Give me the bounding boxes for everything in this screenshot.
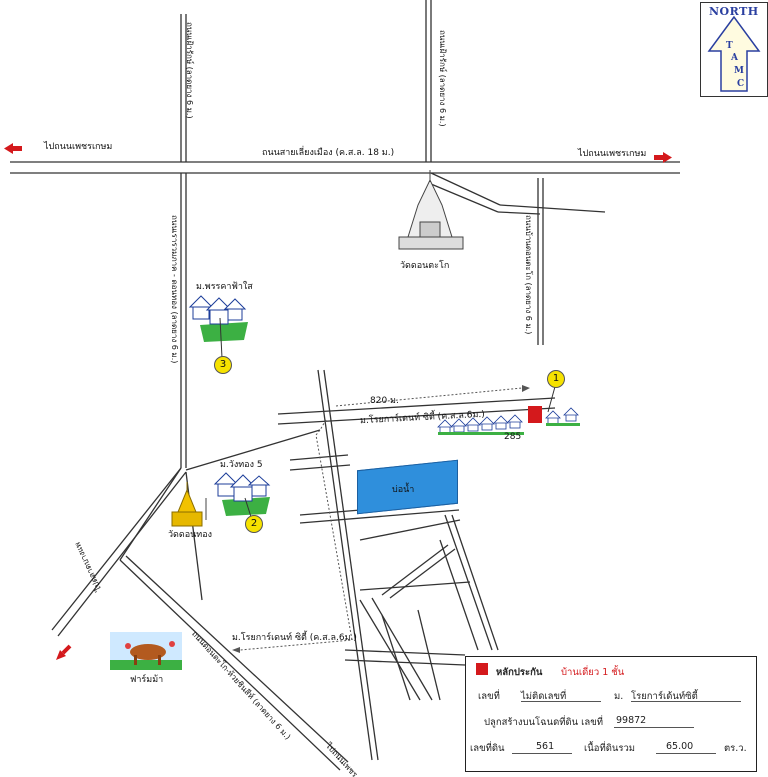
house-row-icon — [437, 407, 579, 434]
pin-3: 3 — [214, 356, 232, 374]
north-compass: NORTH T A M C — [700, 2, 768, 97]
main-road-label: ถนนสายเลี่ยงเมือง (ค.ส.ล. 18 ม.) — [262, 148, 395, 158]
arrow-right-icon — [654, 152, 672, 163]
distance-label: 820 ม. — [370, 396, 399, 406]
temple-label: วัดดอนตะโก — [400, 261, 450, 271]
house-no-label: เลขที่ — [478, 691, 500, 702]
house-no-value: ไม่ติดเลขที่ — [521, 691, 567, 702]
arrow-left-icon — [4, 143, 22, 154]
pond-label: บ่อน้ำ — [392, 485, 415, 495]
farm-label: ฟาร์มม้า — [130, 675, 164, 685]
destination-label: ไปถนนเพชรเกษม — [44, 142, 113, 152]
land-no-label: เลขที่ดิน — [470, 743, 505, 754]
plot-number-label: 285 — [504, 432, 522, 442]
land-no-value: 561 — [536, 741, 555, 752]
compass-letter: M — [734, 66, 744, 76]
collateral-marker — [528, 406, 542, 423]
legend-type: บ้านเดี่ยว 1 ชั้น — [561, 667, 625, 678]
soi-label: ม.โรยการ์เดนท์ ซิตี้ (ค.ส.ล.6ม.) — [232, 633, 357, 643]
compass-letter: T — [726, 41, 733, 51]
compass-title: NORTH — [709, 5, 759, 18]
road-label-vertical: ถนนเฝ้ารักษ์ (ลาดยาง 6 ม.) — [438, 30, 447, 127]
village-icon — [188, 295, 248, 359]
deed-value: 99872 — [616, 715, 647, 726]
area-unit: ตร.ว. — [724, 743, 747, 754]
north-arrow-icon — [707, 15, 761, 92]
village-icon — [213, 472, 271, 521]
road-label-vertical: ถนนบ้านดอนตะโก (ลาดยาง 6 ม.) — [524, 215, 533, 335]
village-value: โรยการ์เด้นท์ซิตี้ — [631, 691, 698, 702]
deed-label: ปลูกสร้างบนโฉนดที่ดิน เลขที่ — [484, 717, 604, 728]
area-label: เนื้อที่ดินรวม — [584, 743, 636, 754]
destination-label: ไปถนนเพชรเกษม — [578, 149, 647, 159]
pin-2: 2 — [245, 515, 263, 533]
village-prefix: ม. — [614, 691, 624, 702]
road-label-vertical: ถนนเรารวมภาค - ดอนทอง (ลาดยาง 6 ม.) — [170, 215, 179, 364]
compass-letter: C — [737, 79, 745, 89]
village-label: ม.วังทอง 5 — [220, 460, 263, 470]
horse-farm-icon — [110, 632, 182, 670]
temple-icon — [398, 170, 464, 250]
area-value: 65.00 — [666, 741, 694, 752]
legend-marker — [476, 663, 488, 675]
stupa-icon — [171, 482, 207, 527]
pin-1: 1 — [547, 370, 565, 388]
legend-box: หลักประกัน บ้านเดี่ยว 1 ชั้น เลขที่ ไม่ต… — [465, 656, 757, 772]
legend-title: หลักประกัน — [496, 667, 543, 678]
village-label: ม.พรรคาฟ้าใส — [196, 282, 253, 292]
compass-letter: A — [731, 53, 738, 63]
road-label-vertical: ถนนเฝ้ารักษ์ (ลาดยาง 6 ม.) — [185, 22, 194, 119]
arrow-down-left-icon — [56, 644, 72, 660]
temple-label: วัดดอนทอง — [168, 530, 213, 540]
